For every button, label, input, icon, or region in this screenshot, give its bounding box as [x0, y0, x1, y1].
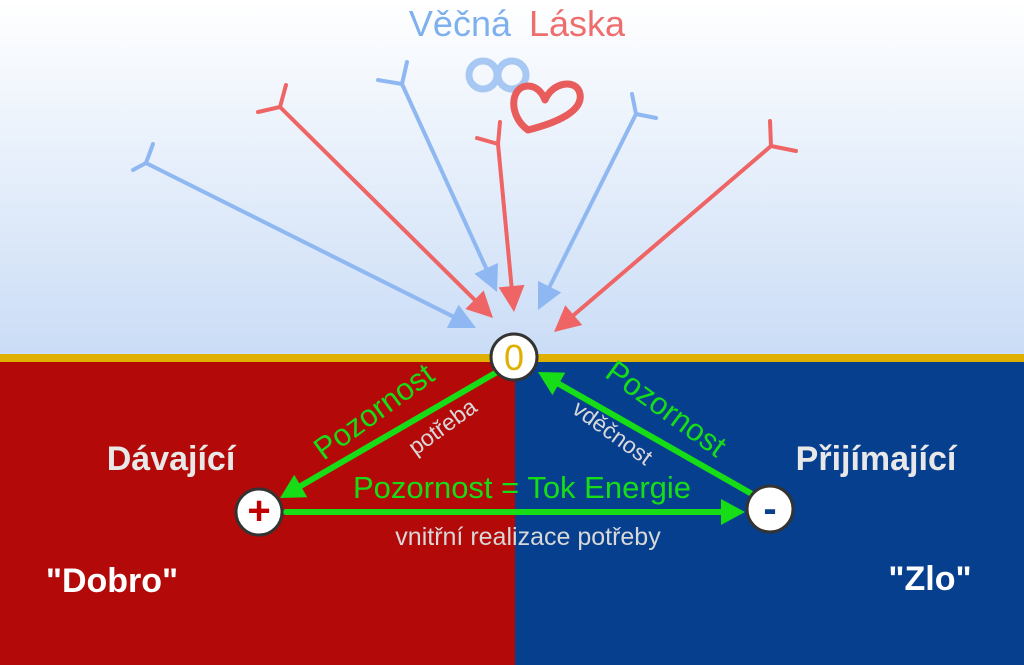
receiver-quote: "Zlo"	[888, 560, 971, 598]
plus-node-label: +	[247, 489, 270, 533]
receiver-title: Přijímající	[796, 440, 958, 478]
ray-blue-5	[538, 92, 658, 310]
flow-plus-to-minus	[283, 499, 745, 525]
infinity-icon	[465, 57, 530, 93]
flow-minus-to-zero	[538, 372, 755, 497]
bottom-flow-label: Pozornost = Tok Energie	[353, 470, 691, 505]
zero-node: 0	[489, 332, 539, 382]
ray-blue-3	[376, 60, 499, 292]
flows-group	[280, 369, 755, 525]
giver-title: Dávající	[107, 440, 237, 478]
title-word-love: Láska	[529, 3, 626, 44]
heart-icon	[510, 80, 584, 134]
title: Věčná Láska	[409, 3, 626, 44]
bottom-flow-sublabel: vnitřní realizace potřeby	[395, 523, 661, 551]
ray-red-2	[256, 83, 493, 318]
ray-blue-1	[131, 142, 476, 328]
giver-quote: "Dobro"	[46, 562, 178, 600]
title-word-eternal: Věčná	[409, 3, 512, 44]
zero-node-label: 0	[504, 337, 524, 378]
flow-zero-to-plus	[280, 369, 500, 498]
ray-red-6	[554, 119, 798, 332]
rays-group	[131, 60, 798, 332]
plus-node: +	[234, 487, 284, 537]
minus-node: -	[745, 484, 795, 534]
ray-red-4	[475, 120, 525, 312]
minus-node-label: -	[763, 487, 776, 531]
